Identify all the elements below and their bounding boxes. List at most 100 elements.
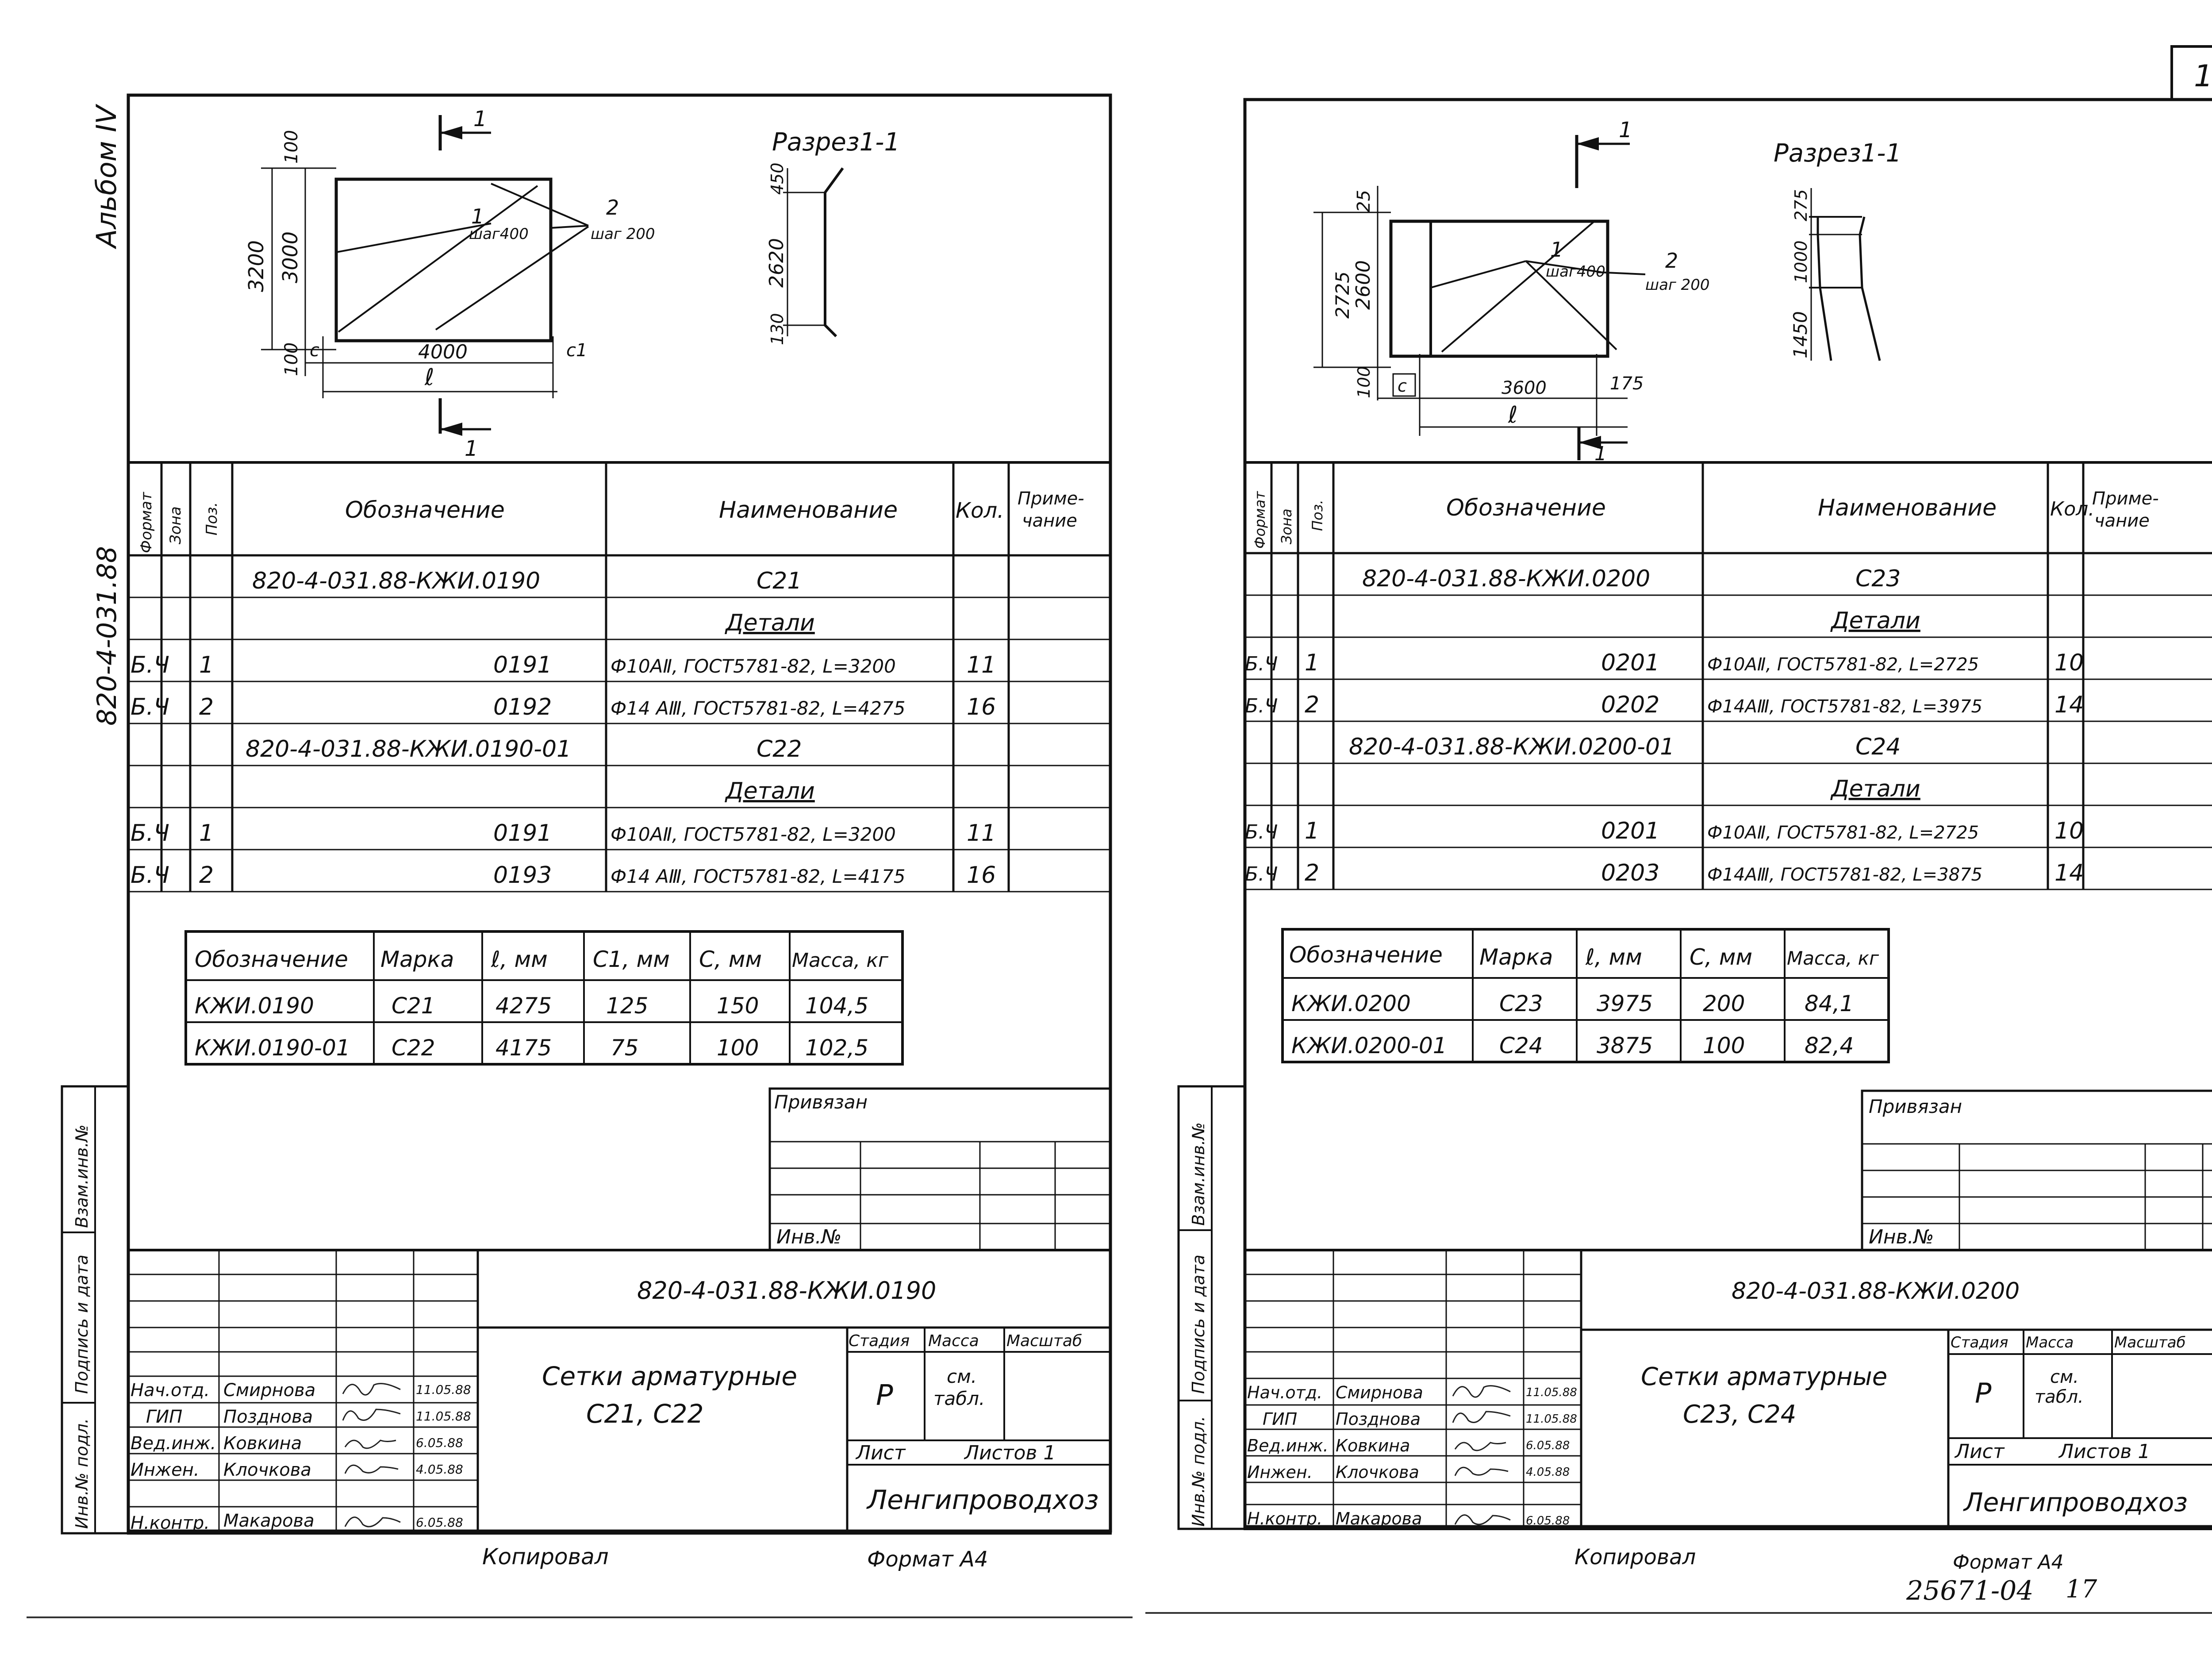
row-format: Б.Ч xyxy=(1245,653,1278,675)
signer-name: Смирнова xyxy=(1336,1383,1423,1402)
callout-1-step: шаг400 xyxy=(1546,263,1605,281)
variants-cell: С21 xyxy=(392,993,435,1019)
row-pos: 2 xyxy=(199,694,214,720)
org-name: Ленгипроводхоз xyxy=(1963,1487,2188,1517)
variants-cell: 104,5 xyxy=(805,993,868,1019)
sheet-right-svg: 16 1 1 1 шаг400 2 шаг 200 2725 25 2600 1… xyxy=(1145,45,2212,1614)
sheet-label: Лист xyxy=(855,1442,906,1464)
dim-left-total: 2725 xyxy=(1332,271,1353,319)
title-line2: С23, С24 xyxy=(1683,1400,1796,1429)
sheet-left: Альбом IV 820-4-031.88 1 1 1 шаг400 2 ша… xyxy=(27,93,1133,1618)
row-designation: 0201 xyxy=(1601,818,1659,844)
signer-date: 6.05.88 xyxy=(1526,1439,1570,1452)
signer-date: 11.05.88 xyxy=(416,1382,471,1397)
section-dim-mid: 1000 xyxy=(1791,240,1811,283)
hdr-designation: Обозначение xyxy=(1446,495,1606,521)
signer-role: Н.контр. xyxy=(1247,1509,1322,1528)
row-name: С24 xyxy=(1855,734,1901,760)
side-strip: Взам.инв.№ Подпись и дата Инв.№ подл. xyxy=(61,1085,130,1535)
variants-header: С, мм xyxy=(699,947,762,972)
variants-header: Обозначение xyxy=(1289,942,1443,968)
row-name-details: Детали xyxy=(725,610,815,636)
variants-cell: 102,5 xyxy=(805,1035,868,1061)
row-qty: 11 xyxy=(967,820,996,847)
stage: Р xyxy=(1975,1377,1992,1409)
section-marker-top: 1 xyxy=(473,107,487,131)
row-qty: 14 xyxy=(2055,860,2084,886)
drawing-section: Разрез1-1 275 1000 1450 xyxy=(1774,139,1901,361)
dim-left-mid: 2600 xyxy=(1352,260,1375,310)
row-pos: 2 xyxy=(199,862,214,889)
signer-role: Вед.инж. xyxy=(131,1433,216,1454)
hdr-zone: Зона xyxy=(1278,508,1295,544)
mass-label: Масса xyxy=(928,1332,979,1350)
variants-cell: 4175 xyxy=(495,1035,552,1061)
signer-name: Ковкина xyxy=(223,1433,302,1454)
row-format: Б.Ч xyxy=(131,652,169,678)
section-marker-bottom: 1 xyxy=(465,436,478,461)
scale-label: Масштаб xyxy=(2114,1334,2186,1351)
variants-header: ℓ, мм xyxy=(491,947,548,972)
title-line2: С21, С22 xyxy=(586,1399,703,1429)
page-number: 16 xyxy=(2194,59,2212,94)
variants-cell: 84,1 xyxy=(1805,991,1854,1016)
mass-line1: см. xyxy=(947,1366,977,1387)
row-qty: 10 xyxy=(2055,650,2084,676)
page-number-box xyxy=(2170,45,2212,101)
variants-header: Масса, кг xyxy=(792,949,889,972)
row-designation: 820-4-031.88-КЖИ.0190-01 xyxy=(246,736,571,762)
signer-name: Позднова xyxy=(223,1407,313,1427)
row-name: Ф10АⅡ, ГОСТ5781-82, L=3200 xyxy=(611,655,896,677)
row-name: Ф10АⅡ, ГОСТ5781-82, L=2725 xyxy=(1707,823,1979,843)
row-name: Ф14АⅢ, ГОСТ5781-82, L=3975 xyxy=(1707,697,1982,717)
side-podpis: Подпись и дата xyxy=(72,1255,92,1394)
dim-left-bottom: 100 xyxy=(281,342,302,376)
variants-table: Обозначение Марка ℓ, мм С, мм Масса, кг … xyxy=(1281,928,1890,1063)
section-dim-top: 275 xyxy=(1791,189,1811,221)
row-pos: 1 xyxy=(1305,818,1319,844)
row-qty: 16 xyxy=(967,862,996,889)
dim-bottom-l: ℓ xyxy=(1508,402,1517,428)
mass-line1: см. xyxy=(2050,1367,2079,1387)
dim-left-top: 100 xyxy=(281,130,302,164)
row-qty: 16 xyxy=(967,694,996,720)
format-label: Формат А4 xyxy=(867,1547,988,1572)
album-label: Альбом IV xyxy=(90,103,123,250)
signer-role: Нач.отд. xyxy=(1247,1383,1322,1402)
bound-label: Привязан xyxy=(774,1091,868,1113)
spec-table: Формат Зона Поз. Обозначение Наименовани… xyxy=(1245,461,2212,890)
dim-bottom-c: c xyxy=(310,340,319,361)
sheet-right: 16 1 1 1 шаг400 2 шаг 200 2725 25 2600 1… xyxy=(1137,0,2212,1672)
signer-date: 11.05.88 xyxy=(416,1409,471,1424)
signer-name: Позднова xyxy=(1336,1409,1421,1429)
row-format: Б.Ч xyxy=(131,820,169,847)
dim-left-top: 25 xyxy=(1354,190,1374,212)
row-pos: 1 xyxy=(199,820,214,847)
stage: Р xyxy=(876,1379,893,1412)
row-name: Ф14 АⅢ, ГОСТ5781-82, L=4175 xyxy=(611,866,905,887)
signer-role: Н.контр. xyxy=(131,1513,210,1533)
signer-name: Клочкова xyxy=(1336,1462,1419,1482)
row-name: С22 xyxy=(757,736,802,762)
row-name: Ф14АⅢ, ГОСТ5781-82, L=3875 xyxy=(1707,865,1982,885)
signer-role: Нач.отд. xyxy=(131,1380,210,1401)
variants-cell: КЖИ.0190 xyxy=(195,993,314,1019)
variants-header: Обозначение xyxy=(195,947,348,972)
hdr-pos: Поз. xyxy=(203,502,221,535)
hdr-format: Формат xyxy=(1252,491,1268,549)
bound-block: Привязан Инв.№ xyxy=(768,1087,1112,1251)
dim-bottom-l: ℓ xyxy=(424,364,434,391)
row-designation: 0193 xyxy=(493,862,552,889)
dim-bottom-main: 4000 xyxy=(418,341,468,363)
side-strip: Взам.инв.№ Подпись и дата Инв.№ подл. xyxy=(1177,1085,1246,1530)
side-inv-podl: Инв.№ подл. xyxy=(1189,1416,1208,1527)
section-title: Разрез1-1 xyxy=(1774,139,1901,168)
row-pos: 1 xyxy=(1305,650,1319,676)
side-vzam: Взам.инв.№ xyxy=(72,1124,92,1228)
row-designation: 820-4-031.88-КЖИ.0190 xyxy=(252,568,540,594)
side-inv-podl: Инв.№ подл. xyxy=(72,1418,92,1529)
row-designation: 0191 xyxy=(493,652,552,678)
mesh-outline xyxy=(334,177,553,342)
variants-header: С1, мм xyxy=(593,947,670,972)
callout-2-step: шаг 200 xyxy=(1645,276,1710,294)
